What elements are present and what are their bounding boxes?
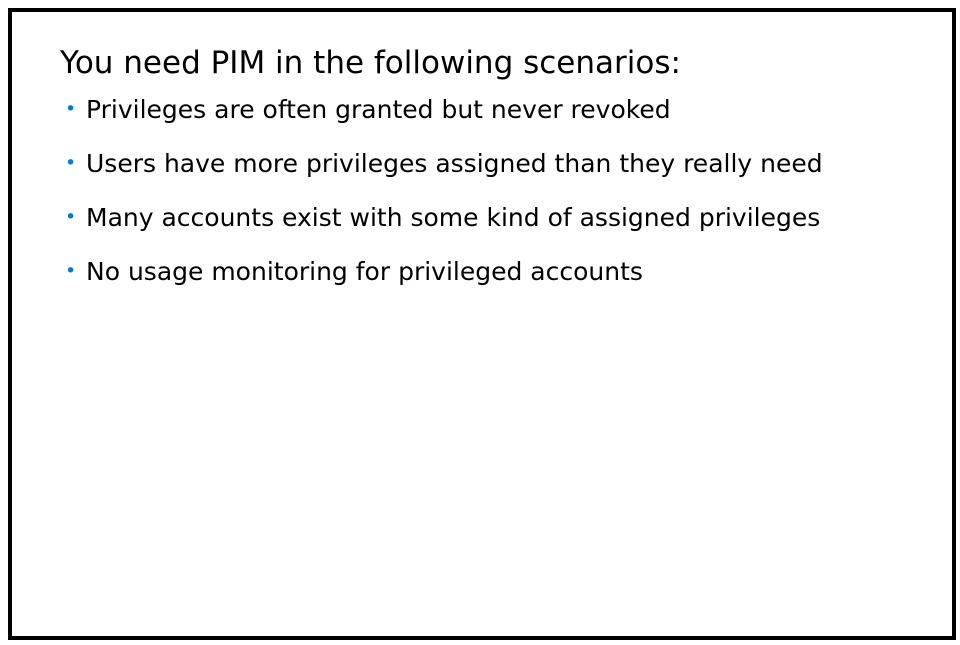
bullet-text: Many accounts exist with some kind of as… <box>86 203 821 232</box>
slide-frame: You need PIM in the following scenarios:… <box>8 8 956 640</box>
bullet-icon: • <box>65 206 77 228</box>
bullet-item: • Users have more privileges assigned th… <box>65 144 825 183</box>
bullet-text: Privileges are often granted but never r… <box>86 95 671 124</box>
bullet-icon: • <box>65 260 77 282</box>
bullet-icon: • <box>65 98 77 120</box>
bullet-text: Users have more privileges assigned than… <box>86 149 823 178</box>
bullet-item: • Privileges are often granted but never… <box>65 90 825 129</box>
bullet-list: • Privileges are often granted but never… <box>65 90 825 306</box>
bullet-text: No usage monitoring for privileged accou… <box>86 257 643 286</box>
slide-title: You need PIM in the following scenarios: <box>60 45 681 81</box>
bullet-item: • No usage monitoring for privileged acc… <box>65 252 825 291</box>
bullet-icon: • <box>65 152 77 174</box>
bullet-item: • Many accounts exist with some kind of … <box>65 198 825 237</box>
